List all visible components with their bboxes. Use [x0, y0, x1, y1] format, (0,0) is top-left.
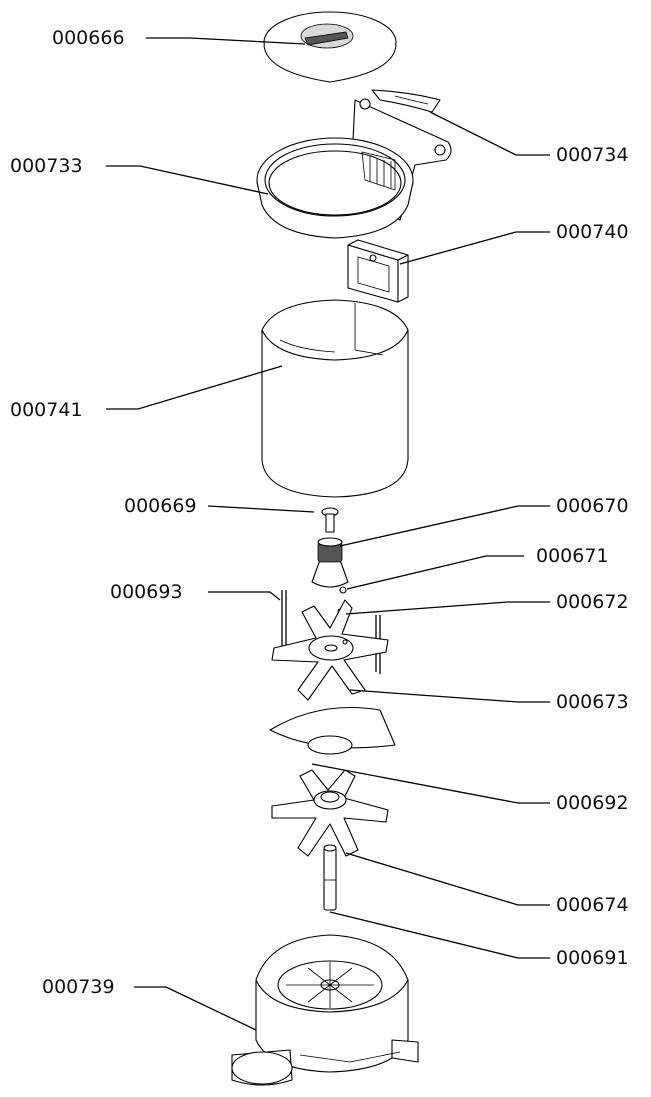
- chute-insert-part: [347, 239, 409, 303]
- callout-000669: 000669: [124, 495, 197, 517]
- callout-000674: 000674: [556, 894, 629, 916]
- callout-000692: 000692: [556, 792, 629, 814]
- cone-hub-part: [311, 537, 349, 588]
- leader-lines: [106, 37, 550, 1031]
- lower-star-paddle-part: [271, 769, 389, 857]
- callout-000670: 000670: [556, 495, 629, 517]
- callout-000673: 000673: [556, 691, 629, 713]
- callout-000666: 000666: [52, 27, 125, 49]
- lid-part: [263, 11, 397, 83]
- hinge-arm-part: [371, 89, 441, 113]
- callout-labels: 000666 000734 000733 000740 000741 00066…: [10, 27, 629, 998]
- callout-000734: 000734: [556, 144, 629, 166]
- ball-part: [339, 586, 347, 594]
- callout-000733: 000733: [10, 155, 83, 177]
- deflector-plate-part: [269, 706, 396, 755]
- callout-000691: 000691: [556, 947, 629, 969]
- top-ring-housing-part: [256, 98, 452, 239]
- callout-000739: 000739: [42, 976, 115, 998]
- upper-star-paddle-part: [271, 590, 389, 701]
- callout-000671: 000671: [536, 545, 609, 567]
- callout-000741: 000741: [10, 399, 83, 421]
- callout-000740: 000740: [556, 221, 629, 243]
- screw-part: [321, 507, 339, 533]
- base-hopper-part: [231, 934, 419, 1086]
- callout-000693: 000693: [110, 581, 183, 603]
- cylinder-bowl-part: [261, 299, 409, 498]
- shaft-part: [323, 844, 337, 911]
- callout-000672: 000672: [556, 591, 629, 613]
